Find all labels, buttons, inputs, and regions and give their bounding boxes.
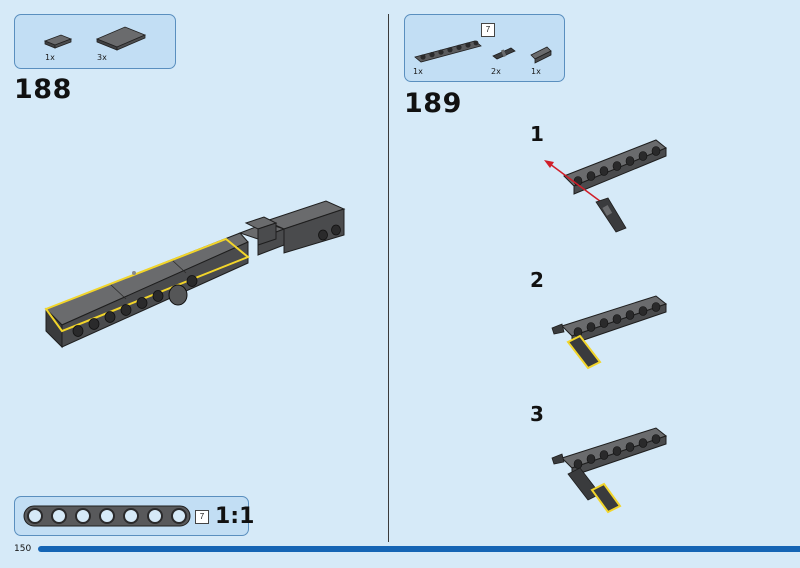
- page-divider: [388, 14, 389, 542]
- beam-size-tag: 7: [481, 23, 495, 37]
- substep-number-2: 2: [530, 268, 544, 292]
- parts-callout-189: 7 1x 2x 1x: [404, 14, 565, 82]
- part-qty: 3x: [97, 53, 107, 62]
- page-number: 150: [14, 544, 32, 554]
- substep-1-illustration: [544, 139, 667, 233]
- substep-2-illustration: [551, 295, 668, 370]
- substep-number-3: 3: [530, 402, 544, 426]
- substep-number-1: 1: [530, 122, 544, 146]
- ruler-size-tag: 7: [195, 510, 209, 524]
- beam-1to1-icon: [23, 505, 191, 527]
- ruler-callout: 7 1:1: [14, 496, 254, 536]
- footer-bar: [38, 546, 800, 552]
- technic-pin-icon: [492, 47, 516, 60]
- step-number-189: 189: [404, 88, 462, 119]
- step-188-model-illustration: [44, 200, 346, 349]
- scale-label: 1:1: [215, 504, 255, 529]
- large-dark-tile-icon: [95, 26, 147, 51]
- part-qty: 2x: [491, 67, 501, 76]
- technic-beam-7-icon: [414, 40, 482, 63]
- part-qty: 1x: [45, 53, 55, 62]
- part-qty: 1x: [531, 67, 541, 76]
- technic-axle-connector-icon: [530, 46, 552, 64]
- substep-3-illustration: [551, 427, 668, 514]
- step-number-188: 188: [14, 74, 72, 105]
- parts-callout-188: 1x 3x: [14, 14, 176, 69]
- part-qty: 1x: [413, 67, 423, 76]
- small-dark-tile-icon: [43, 34, 73, 49]
